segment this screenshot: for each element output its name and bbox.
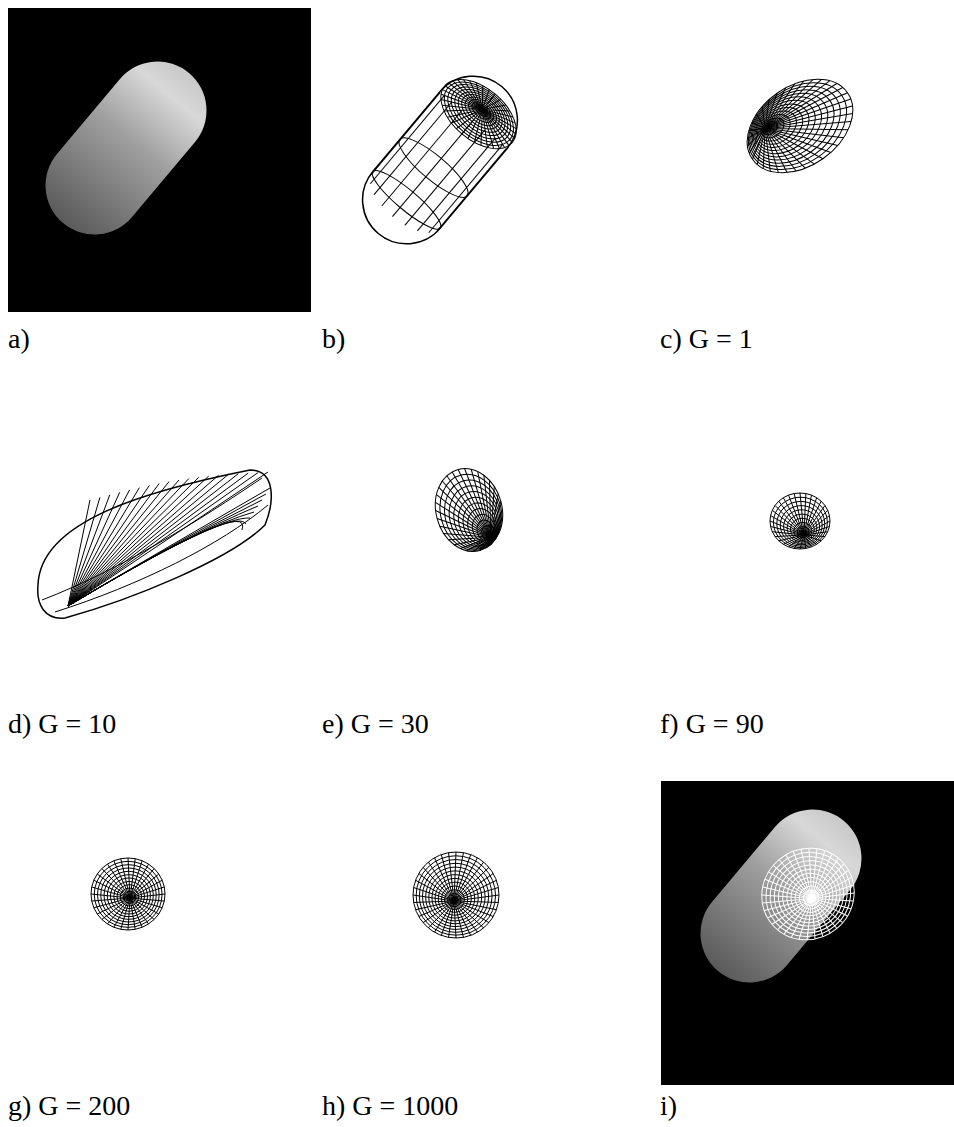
capsule-wireframe: [345, 58, 536, 262]
fitted-wireframe: [743, 829, 873, 958]
sphere-wireframe: [413, 852, 499, 938]
panel-label: g) G = 200: [8, 1091, 130, 1122]
ellipsoid-wireframe: [426, 461, 511, 559]
flat-wireframe: [38, 470, 272, 618]
render-panel: [661, 781, 954, 1085]
panel-label: i): [660, 1091, 677, 1122]
panel-label: f) G = 90: [660, 709, 764, 740]
panel-label: e) G = 30: [322, 709, 429, 740]
ellipsoid-wireframe: [730, 60, 871, 192]
panel-label: h) G = 1000: [322, 1091, 458, 1122]
panel-label: a): [8, 324, 30, 355]
panel-label: d) G = 10: [8, 709, 116, 740]
panel-label: c) G = 1: [660, 324, 753, 355]
sphere-wireframe: [91, 858, 165, 930]
rendered-capsule: [680, 789, 881, 1002]
rendered-capsule: [25, 41, 226, 254]
panel-label: b): [322, 324, 345, 355]
render-panel: [8, 8, 311, 312]
sphere-wireframe: [770, 493, 830, 549]
